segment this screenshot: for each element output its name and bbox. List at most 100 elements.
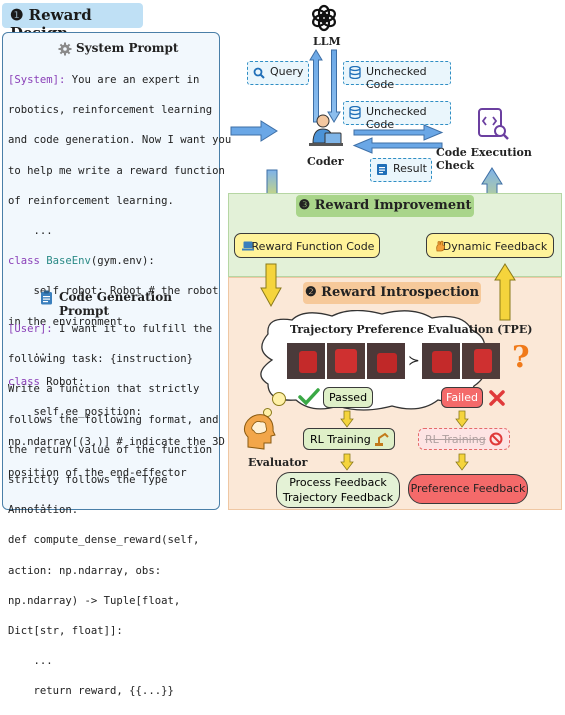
code-line: np.ndarray[(3,)] # indicate the 3D	[8, 436, 225, 449]
section-title-reward-design: ❶ Reward Design	[2, 3, 143, 42]
process-feedback-label: Process Feedback	[289, 476, 387, 489]
user-tag: [User]:	[8, 323, 53, 336]
check-icon	[298, 388, 320, 406]
query-tag: Query	[247, 61, 309, 85]
code-line: following task: {instruction}	[8, 353, 193, 366]
trajectory-images-left	[287, 343, 405, 379]
thought-bubble	[272, 392, 286, 406]
llm-label: LLM	[313, 35, 341, 48]
unchecked-code-tag-top: Unchecked Code	[343, 61, 451, 91]
robot-frame	[462, 343, 500, 379]
robot-frame	[287, 343, 325, 379]
code-line: in the environment	[8, 315, 123, 328]
coder-exec-arrows	[352, 124, 444, 154]
reward-introspection-title-badge: ❷ Reward Introspection	[303, 282, 481, 304]
failed-box: Failed	[441, 387, 483, 408]
hand-icon	[436, 240, 445, 252]
code-line: ...	[8, 225, 53, 238]
unchecked-code-label: Unchecked Code	[366, 105, 427, 131]
rl-training-failed-label: RL Training	[425, 433, 486, 446]
dynamic-feedback-label: Dynamic Feedback	[442, 240, 548, 253]
code-line: and code generation. Now I want you	[8, 134, 232, 147]
laptop-icon	[242, 241, 254, 251]
robot-frame	[422, 343, 460, 379]
robot-frame	[367, 343, 405, 379]
passed-box: Passed	[323, 387, 373, 408]
system-prompt-title: System Prompt	[76, 41, 179, 55]
robot-arm-icon	[375, 432, 389, 446]
code-execution-label: Code Execution Check	[436, 146, 532, 172]
system-prompt-header: System Prompt	[58, 41, 218, 57]
code-line: ...	[8, 655, 53, 668]
down-arrow	[340, 410, 354, 428]
code-line: ...	[8, 496, 53, 509]
preference-symbol: ≻	[408, 353, 420, 369]
result-tag: Result	[370, 158, 432, 182]
reward-improvement-title-badge: ❸ Reward Improvement	[296, 195, 474, 217]
code-line: self.ee_position:	[8, 406, 142, 419]
unchecked-code-label: Unchecked Code	[366, 65, 427, 91]
llm-logo-icon	[312, 4, 336, 32]
preference-feedback-box: Preference Feedback	[408, 474, 528, 504]
prompt-panel	[2, 32, 220, 510]
code-to-introspection-arrow	[260, 263, 282, 308]
trajectory-feedback-label: Trajectory Feedback	[282, 491, 394, 504]
code-prompt-text: [User]: I want it to fulfill the followi…	[8, 307, 218, 715]
query-label: Query	[270, 65, 304, 78]
code-prompt-title: Code Generation Prompt	[59, 290, 172, 318]
introspection-to-feedback-arrow	[494, 263, 516, 321]
dynamic-feedback-box: Dynamic Feedback	[426, 233, 554, 258]
tpe-label: Trajectory Preference Evaluation (TPE)	[290, 323, 533, 336]
code-line: Dict[str, float]]:	[8, 624, 123, 637]
search-icon	[253, 67, 265, 79]
process-feedback-box: Process Feedback Trajectory Feedback	[276, 472, 400, 508]
reward-introspection-title: ❷ Reward Introspection	[304, 285, 480, 300]
code-execution-icon	[478, 108, 509, 140]
keyword: class	[8, 375, 40, 388]
evaluator-head-icon	[243, 414, 276, 450]
rl-training-failed-box: RL Training	[418, 428, 510, 450]
code-line: return reward, {{...}}	[8, 685, 174, 698]
code-line: Write a function that strictly	[8, 383, 200, 396]
prompt-to-coder-arrow	[230, 120, 278, 142]
code-line: def compute_dense_reward(self,	[8, 534, 200, 547]
down-arrow	[455, 410, 469, 428]
unchecked-code-tag-bottom: Unchecked Code	[343, 101, 451, 131]
code-line: strictly follows the Type	[8, 474, 168, 487]
code-line: to help me write a reward function	[8, 164, 225, 177]
rl-training-box: RL Training	[303, 428, 395, 450]
code-line: Annotation.	[8, 504, 79, 517]
system-tag: [System]:	[8, 74, 66, 87]
result-label: Result	[393, 162, 427, 175]
code-line: np.ndarray) -> Tuple[float,	[8, 594, 181, 607]
code-line: You are an expert in	[71, 74, 200, 87]
database-icon	[349, 106, 361, 119]
prohibited-icon	[489, 432, 503, 446]
code-line: ...	[8, 345, 53, 358]
rl-training-label: RL Training	[310, 433, 371, 446]
database-icon	[349, 66, 361, 79]
cross-icon	[489, 390, 505, 406]
code-line: robotics, reinforcement learning	[8, 104, 213, 117]
code-line: of reinforcement learning.	[8, 194, 174, 207]
llm-coder-arrows	[309, 49, 341, 123]
code-line: I want it to fulfill the	[52, 323, 213, 336]
code-line: (gym.env):	[90, 255, 155, 268]
down-arrow	[455, 453, 469, 471]
code-line: position of the end-effector	[8, 466, 187, 479]
class-name: BaseEnv	[39, 255, 91, 268]
trajectory-images-right	[422, 343, 502, 379]
reward-improvement-title: ❸ Reward Improvement	[298, 198, 472, 213]
keyword: class	[8, 255, 40, 268]
down-arrow	[340, 453, 354, 471]
reward-function-code-box: Reward Function Code	[234, 233, 380, 258]
coder-label: Coder	[307, 155, 344, 168]
evaluator-label: Evaluator	[248, 456, 308, 469]
code-line: follows the following format, and	[8, 413, 219, 426]
coder-icon	[309, 114, 343, 146]
question-mark-icon: ?	[512, 340, 530, 375]
code-line: action: np.ndarray, obs:	[8, 564, 162, 577]
gear-icon	[58, 42, 72, 56]
code-line: Robot:	[39, 375, 85, 388]
code-prompt-header: Code Generation Prompt	[40, 290, 218, 318]
